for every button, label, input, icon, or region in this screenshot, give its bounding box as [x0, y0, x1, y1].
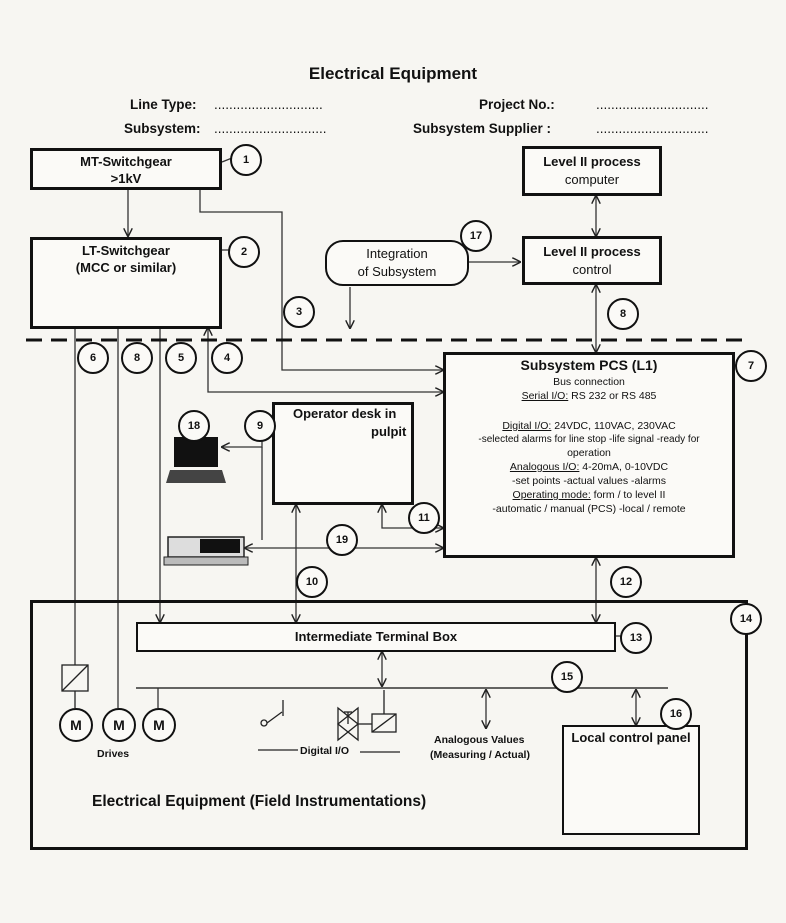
operator-desk-box: Operator desk in pulpit: [272, 402, 414, 505]
mt-switchgear-label: MT-Switchgear: [80, 154, 172, 169]
terminal-box-label: Intermediate Terminal Box: [294, 629, 458, 644]
lt-switchgear-box: LT-Switchgear (MCC or similar): [30, 237, 222, 329]
valve-icon: [336, 690, 400, 753]
callout-8: 8: [121, 342, 153, 374]
level2-computer-label: Level II process: [543, 154, 641, 169]
solenoid-icon: [61, 664, 89, 708]
callout-12: 12: [610, 566, 642, 598]
callout-3: 3: [283, 296, 315, 328]
pcs-analog-detail: -set points -actual values -alarms: [511, 475, 667, 487]
pcs-mode-row: Operating mode: form / to level II: [446, 489, 732, 501]
digital-io-label: Digital I/O: [300, 745, 350, 757]
callout-6: 6: [77, 342, 109, 374]
pcs-mode-value: form / to level II: [590, 489, 666, 501]
integration-label: Integration: [366, 246, 428, 261]
local-control-panel-label: Local control panel: [571, 730, 691, 745]
analog-values-label: Analogous Values: [434, 734, 525, 746]
mt-switchgear-box: MT-Switchgear >1kV: [30, 148, 222, 190]
level2-computer-box: Level II process computer: [522, 146, 662, 196]
pcs-serial-value: RS 232 or RS 485: [568, 390, 657, 402]
callout-17: 17: [460, 220, 492, 252]
project-no-value: ..............................: [596, 97, 709, 112]
level2-control-box: Level II process control: [522, 236, 662, 285]
level2-control-label: Level II process: [543, 244, 641, 259]
line-type-label: Line Type:: [130, 97, 197, 112]
callout-13: 13: [620, 622, 652, 654]
pcs-analog-row: Analogous I/O: 4-20mA, 0-10VDC: [446, 461, 732, 473]
pcs-mode-label: Operating mode:: [512, 489, 591, 501]
page-title: Electrical Equipment: [308, 64, 478, 83]
field-instrumentation-title: Electrical Equipment (Field Instrumentat…: [92, 793, 427, 810]
integration-box: Integration of Subsystem: [325, 240, 469, 286]
pcs-analog-label: Analogous I/O:: [509, 461, 580, 473]
mt-switchgear-voltage: >1kV: [110, 171, 142, 186]
subsystem-supplier-label: Subsystem Supplier :: [413, 121, 552, 136]
subsystem-value: ..............................: [214, 121, 327, 136]
pcs-digital-row: Digital I/O: 24VDC, 110VAC, 230VAC: [446, 420, 732, 432]
line-type-value: .............................: [214, 97, 323, 112]
field-instrumentation-box: [30, 600, 748, 850]
callout-18: 18: [178, 410, 210, 442]
terminal-box: Intermediate Terminal Box: [136, 622, 616, 652]
callout-4: 4: [211, 342, 243, 374]
callout-16: 16: [660, 698, 692, 730]
analog-values-sub: (Measuring / Actual): [430, 749, 530, 761]
operator-desk-label-2: pulpit: [371, 424, 407, 439]
switch-icon: [258, 700, 298, 751]
connector-lt-pcs: [208, 328, 443, 392]
level2-computer-sub: computer: [564, 172, 620, 187]
pcs-digital-value: 24VDC, 110VAC, 230VAC: [551, 420, 676, 432]
callout-2: 2: [228, 236, 260, 268]
integration-sub: of Subsystem: [357, 264, 437, 279]
subsystem-supplier-value: ..............................: [596, 121, 709, 136]
pcs-bus: Bus connection: [553, 376, 625, 388]
callout-11: 11: [408, 502, 440, 534]
pcs-title: Subsystem PCS (L1): [520, 357, 658, 373]
pcs-digital-detail-1: -selected alarms for line stop -life sig…: [478, 434, 700, 445]
pcs-digital-label: Digital I/O:: [502, 420, 552, 432]
lt-switchgear-subtitle: (MCC or similar): [75, 260, 177, 275]
callout-15: 15: [551, 661, 583, 693]
level2-control-sub: control: [572, 262, 612, 277]
subsystem-pcs-box: Subsystem PCS (L1) Bus connection Serial…: [443, 352, 735, 558]
pcs-serial-row: Serial I/O: RS 232 or RS 485: [446, 390, 732, 402]
motor-icon: M: [102, 708, 136, 742]
operator-desk-label: Operator desk in: [293, 406, 397, 421]
callout-5: 5: [165, 342, 197, 374]
local-control-panel-box: Local control panel: [562, 725, 700, 835]
callout-7: 7: [735, 350, 767, 382]
callout-19: 19: [326, 524, 358, 556]
pcs-mode-detail: -automatic / manual (PCS) -local / remot…: [492, 503, 686, 515]
callout-8b: 8: [607, 298, 639, 330]
pcs-digital-detail-2: operation: [567, 447, 611, 459]
callout-10: 10: [296, 566, 328, 598]
callout-14: 14: [730, 603, 762, 635]
laptop-icon: [166, 437, 226, 483]
pcs-serial-label: Serial I/O:: [521, 390, 569, 402]
printer-icon: [163, 536, 249, 566]
project-no-label: Project No.:: [479, 97, 555, 112]
callout-9: 9: [244, 410, 276, 442]
callout-1: 1: [230, 144, 262, 176]
pcs-analog-value: 4-20mA, 0-10VDC: [579, 461, 669, 473]
motor-icon: M: [142, 708, 176, 742]
motor-icon: M: [59, 708, 93, 742]
drives-label: Drives: [97, 748, 130, 760]
lt-switchgear-label: LT-Switchgear: [82, 243, 170, 258]
subsystem-label: Subsystem:: [124, 121, 201, 136]
